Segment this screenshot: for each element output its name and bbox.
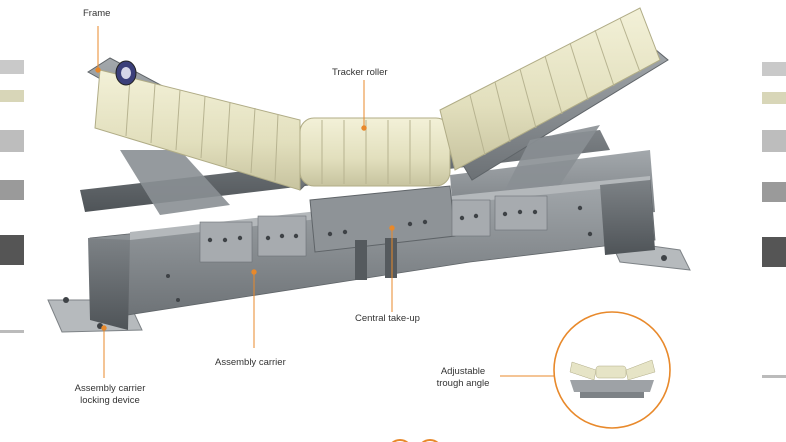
- leg-left: [88, 238, 130, 330]
- roller-right: [439, 7, 661, 171]
- label-tracker-roller: Tracker roller: [332, 67, 388, 78]
- label-trough-angle-line2: trough angle: [436, 378, 490, 389]
- bottom-accent-arc-1: [391, 439, 409, 442]
- label-trough-angle-line1: Adjustable: [440, 366, 486, 377]
- trough-angle-inset: [553, 311, 671, 429]
- roller-center: [299, 117, 451, 187]
- label-frame: Frame: [83, 8, 111, 19]
- leg-right: [600, 180, 655, 255]
- label-locking-device-line1: Assembly carrier: [74, 383, 146, 394]
- label-trough-angle: Adjustable trough angle: [430, 366, 496, 390]
- left-edge-texture: [0, 60, 24, 333]
- right-edge-texture: [762, 62, 786, 378]
- label-locking-device: Assembly carrier locking device: [62, 383, 158, 407]
- label-locking-device-line2: locking device: [80, 395, 140, 406]
- roller-left: [94, 69, 301, 191]
- bottom-accent-arc-2: [421, 439, 439, 442]
- label-assembly-carrier: Assembly carrier: [215, 357, 286, 368]
- label-central-take-up: Central take-up: [355, 313, 420, 324]
